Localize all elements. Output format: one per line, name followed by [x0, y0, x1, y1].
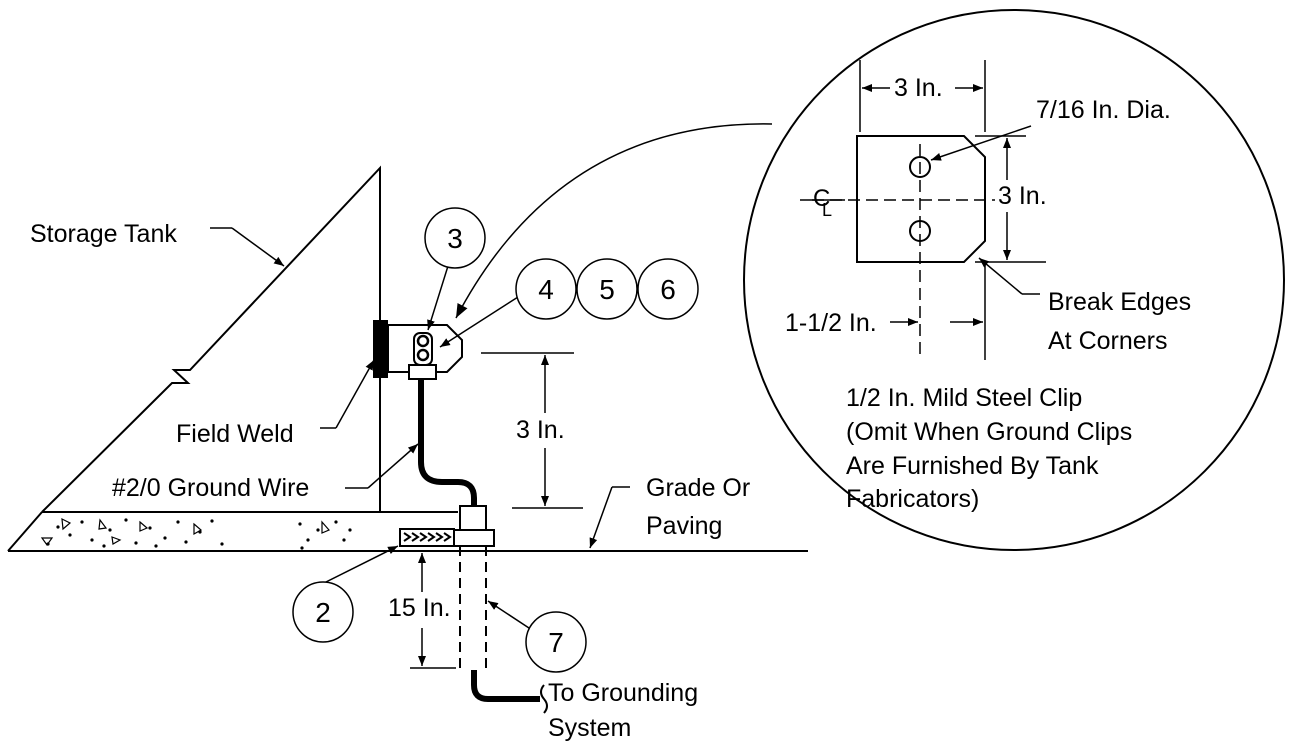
- label-field-weld: Field Weld: [176, 420, 294, 448]
- grounding-pad-hatch: [403, 532, 452, 542]
- ground-rod-dashed: [459, 546, 487, 669]
- detail-reference-curve: [455, 123, 773, 319]
- detail-note-line1: 1/2 In. Mild Steel Clip: [846, 384, 1082, 412]
- detail-width-dim: 3 In.: [894, 74, 943, 102]
- callout-3: 3: [447, 223, 463, 254]
- storage-tank: [41, 165, 381, 513]
- concrete-stipple: [40, 517, 352, 550]
- clamp-bolt-bottom: [416, 348, 430, 362]
- field-weld-bar: [373, 320, 388, 378]
- label-height-dim: 3 In.: [516, 416, 565, 444]
- callout-5: 5: [599, 274, 615, 305]
- rod-top-cap: [453, 529, 495, 547]
- detail-offset-dim: 1-1/2 In.: [785, 309, 877, 337]
- detail-circle: [743, 9, 1285, 551]
- detail-note-line3: Are Furnished By Tank: [846, 452, 1099, 480]
- detail-dimension-lines: [859, 60, 1046, 360]
- detail-break-edges-line1: Break Edges: [1048, 288, 1191, 316]
- wire-break-symbol: [540, 684, 548, 714]
- concrete-foundation: [7, 511, 458, 552]
- detail-hole-dia: 7/16 In. Dia.: [1036, 96, 1171, 124]
- detail-centerline-sub: L: [822, 200, 832, 220]
- clamp-bolt-top: [416, 334, 430, 348]
- depth-dimension: [410, 553, 456, 669]
- callout-circles: [292, 207, 699, 673]
- label-to-grounding-line1: To Grounding: [548, 679, 698, 707]
- callout-2: 2: [315, 597, 331, 628]
- callout-6: 6: [660, 274, 676, 305]
- callout-7: 7: [548, 627, 564, 658]
- detail-clip-plate: [856, 135, 986, 263]
- detail-hole-top: [909, 156, 931, 178]
- detail-break-edges-line2: At Corners: [1048, 327, 1167, 355]
- callout-4: 4: [538, 274, 554, 305]
- detail-note-line4: Fabricators): [846, 485, 979, 513]
- label-grade-line2: Paving: [646, 512, 722, 540]
- label-to-grounding-line2: System: [548, 714, 631, 742]
- callout-6-circle: [637, 258, 699, 320]
- detail-height-dim: 3 In.: [998, 182, 1047, 210]
- ground-wire: [418, 379, 477, 508]
- callout-7-circle: [525, 611, 587, 673]
- callout-4-circle: [515, 258, 577, 320]
- detail-note-line2: (Omit When Ground Clips: [846, 418, 1132, 446]
- callout-2-circle: [292, 581, 354, 643]
- callout-3-circle: [424, 207, 486, 269]
- label-ground-wire: #2/0 Ground Wire: [112, 474, 309, 502]
- grounding-system-wire: [471, 670, 540, 702]
- label-storage-tank: Storage Tank: [30, 220, 177, 248]
- wire-connector: [408, 364, 437, 380]
- callout-5-circle: [576, 258, 638, 320]
- height-dimension: [481, 352, 583, 509]
- detail-centerlines: [800, 144, 995, 360]
- label-grade-line1: Grade Or: [646, 474, 750, 502]
- label-depth-dim: 15 In.: [388, 594, 451, 622]
- detail-centerline-symbol: C: [813, 185, 830, 212]
